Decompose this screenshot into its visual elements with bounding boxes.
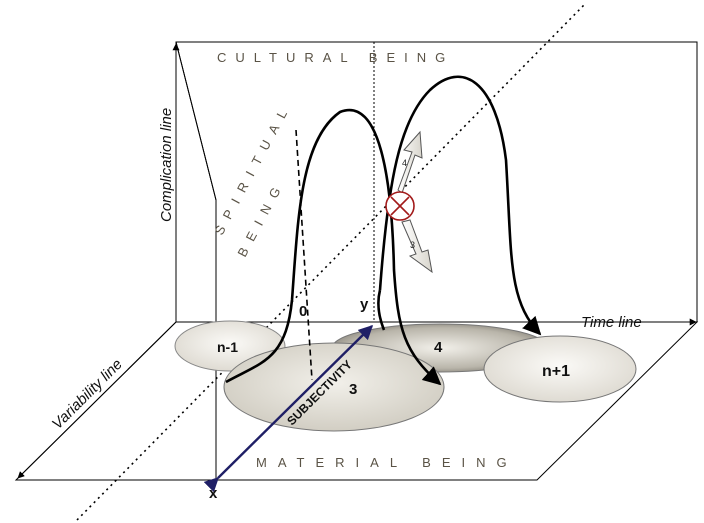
right-peak-start (377, 289, 386, 331)
complication-line-label: Complication line (158, 108, 175, 222)
time-line-label: Time line (581, 314, 642, 331)
ellipse-3-label: 3 (349, 381, 357, 398)
material-being-label: MATERIAL BEING (256, 455, 518, 470)
spiritual-being-plane (175, 41, 217, 480)
arrow-down-label: 3 (410, 240, 415, 250)
subjectivity-arrow (203, 324, 374, 493)
spiritual-plane-top (175, 41, 217, 201)
intersection-marker (385, 191, 415, 221)
y-label: y (360, 296, 369, 313)
ellipse-4-label: 4 (434, 339, 443, 356)
variability-line-label: Variability line (49, 356, 126, 433)
arrow-up-label: 4 (402, 158, 407, 168)
variability-axis (17, 321, 177, 479)
ellipse-n-plus-1 (483, 335, 637, 403)
x-label: x (209, 485, 218, 502)
dashed-guide-zero (295, 129, 313, 381)
arrow-down-3 (401, 219, 433, 274)
arrow-up-4 (397, 130, 423, 194)
n-minus-1-label: n-1 (217, 339, 238, 355)
zero-label: 0 (299, 303, 307, 320)
n-plus-1-label: n+1 (542, 363, 570, 380)
cultural-being-label: CULTURAL BEING (217, 50, 454, 65)
right-peak-curve (378, 75, 542, 336)
dotted-diagonal (76, 4, 585, 521)
